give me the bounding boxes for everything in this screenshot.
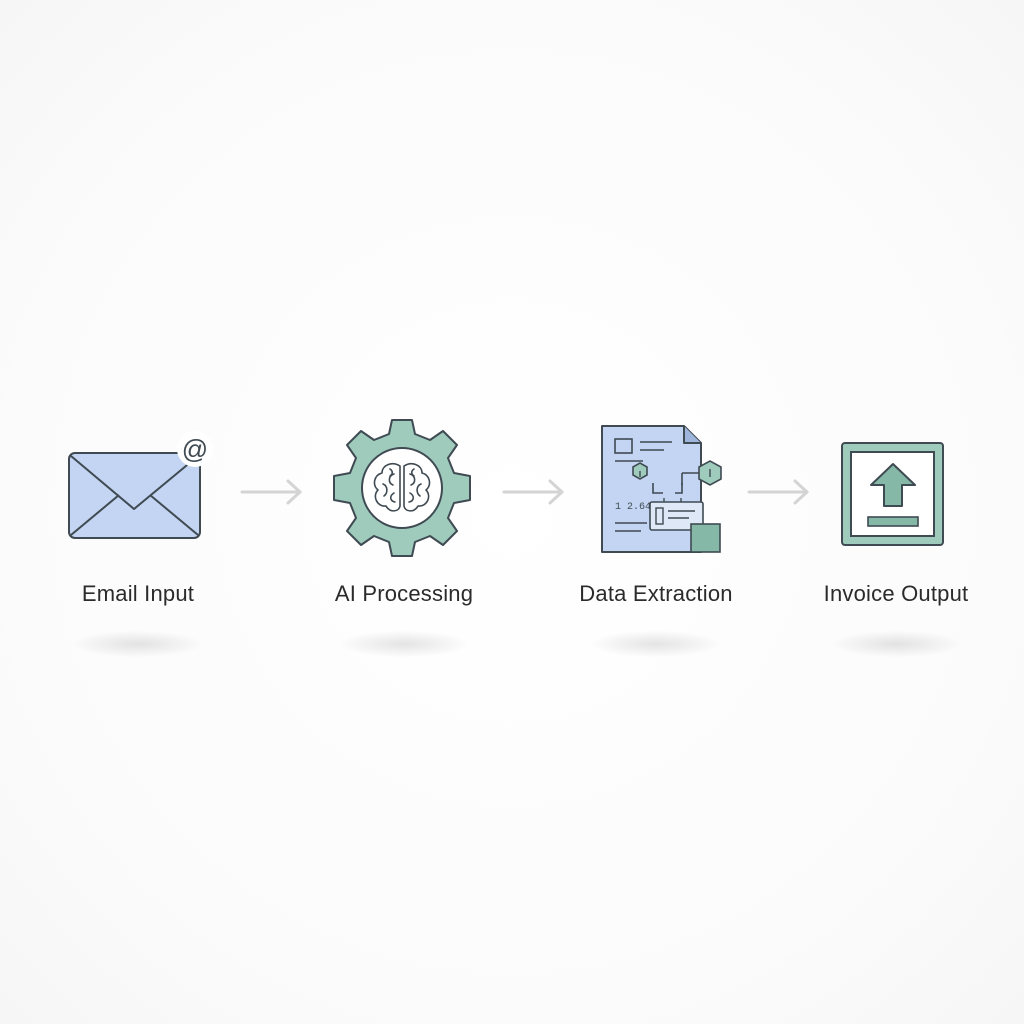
step-ai-processing: AI Processing [299, 405, 509, 657]
invoice-icon-wrap [791, 405, 1001, 575]
flow-arrow-1 [240, 479, 302, 505]
step-label-invoice: Invoice Output [823, 581, 969, 606]
ai-icon-wrap [299, 405, 509, 575]
step-shadow [73, 631, 203, 657]
gear-brain-icon [333, 419, 471, 557]
email-envelope-icon: @ [68, 431, 213, 539]
step-email-input: @ Email Input [33, 405, 243, 657]
step-shadow [339, 631, 469, 657]
upload-box-icon [841, 442, 944, 546]
step-label-ai: AI Processing [334, 581, 474, 606]
flow-arrow-3 [747, 479, 809, 505]
data-icon-wrap: 1 2.64 [551, 405, 761, 575]
flow-arrow-2 [502, 479, 564, 505]
document-extraction-icon: 1 2.64 [601, 425, 722, 553]
step-invoice-output: Invoice Output [791, 405, 1001, 657]
step-label-data: Data Extraction [579, 581, 733, 606]
step-label-email: Email Input [81, 581, 195, 606]
upload-arrow-icon [870, 463, 916, 507]
document-number: 1 2.64 [615, 502, 651, 513]
step-shadow [831, 631, 961, 657]
step-data-extraction: 1 2.64 [551, 405, 761, 657]
at-sign-badge: @ [182, 434, 208, 464]
step-shadow [591, 631, 721, 657]
brain-icon [373, 463, 431, 512]
email-icon-wrap: @ [33, 405, 243, 575]
